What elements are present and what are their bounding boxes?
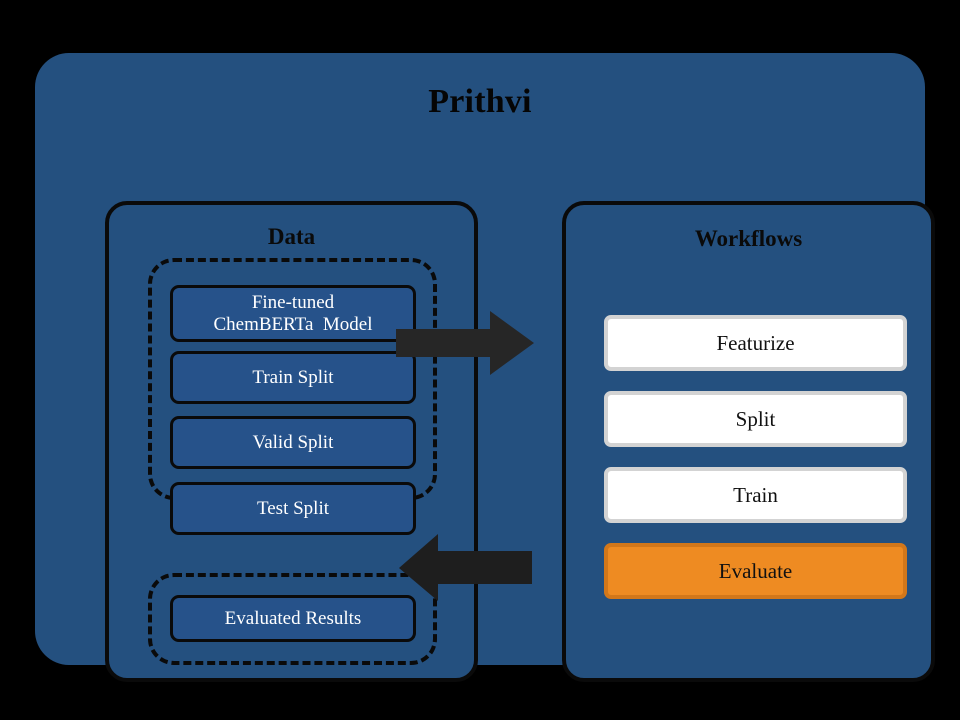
workflows-panel: Workflows Featurize Split Train Evaluate <box>562 201 935 682</box>
data-item-train-split[interactable]: Train Split <box>170 351 416 404</box>
data-panel-title: Data <box>267 224 316 249</box>
data-item-finetuned-model[interactable]: Fine-tuned ChemBERTa Model <box>170 285 416 342</box>
workflow-step-featurize[interactable]: Featurize <box>604 315 907 371</box>
results-group <box>148 573 437 665</box>
page-title: Prithvi <box>428 83 532 120</box>
workflow-step-evaluate[interactable]: Evaluate <box>604 543 907 599</box>
workflow-step-split[interactable]: Split <box>604 391 907 447</box>
data-item-test-split[interactable]: Test Split <box>170 482 416 535</box>
data-item-valid-split[interactable]: Valid Split <box>170 416 416 469</box>
workflows-panel-title: Workflows <box>694 226 803 251</box>
workflow-step-train[interactable]: Train <box>604 467 907 523</box>
data-panel: Data Fine-tuned ChemBERTa Model Train Sp… <box>105 201 478 682</box>
data-item-evaluated-results[interactable]: Evaluated Results <box>170 595 416 642</box>
prithvi-container: Prithvi Data Fine-tuned ChemBERTa Model … <box>35 53 935 682</box>
